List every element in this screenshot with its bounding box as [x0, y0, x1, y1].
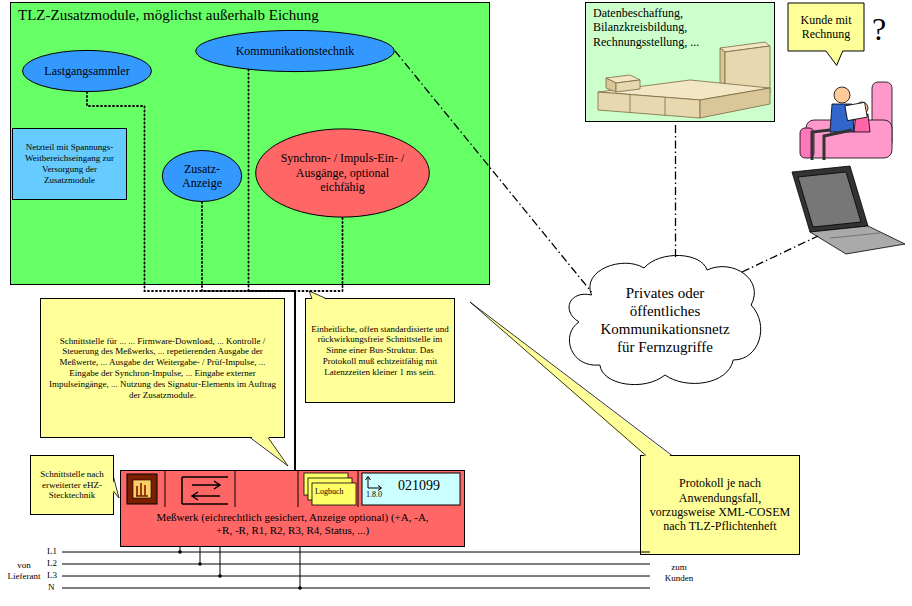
customer-figure [800, 82, 892, 160]
node-text: Lastgangsammler [27, 64, 147, 78]
speech-bubble: Kunde mit Rechnung [788, 3, 864, 51]
node-text: Netzteil mit Spannungs- Weitbereichseing… [17, 142, 122, 185]
callout-box: Einheitliche, offen standardisierte und … [305, 298, 455, 403]
node-text: Schnittstelle nach erweiterter eHZ-Steck… [32, 469, 112, 501]
wire-label: von Lieferant [4, 560, 44, 582]
network-link [742, 236, 818, 272]
cloud-outline [560, 250, 770, 390]
display-symbol [362, 473, 460, 505]
io-ellipse: Synchron- / Impuls-Ein- / Ausgänge, opti… [255, 128, 430, 218]
network-cloud: Privates oder öffentliches Kommunikation… [560, 250, 770, 390]
meter-dividers [165, 470, 358, 507]
processor-chip [127, 474, 157, 504]
bus-connector [295, 218, 343, 470]
module-ellipse: Zusatz- Anzeige [162, 150, 242, 202]
module-ellipse: Kommunikationstechnik [195, 30, 395, 72]
phase-label: L1 [47, 546, 57, 557]
node-text: Kommunikationstechnik [205, 44, 385, 58]
question-mark: ? [872, 10, 886, 48]
bus-connector [249, 70, 296, 470]
wire-label: zum Kunden [656, 562, 702, 584]
node-text: TLZ-Zusatzmodule, möglichst außerhalb Ei… [18, 6, 319, 24]
module-ellipse: Lastgangsammler [22, 50, 152, 92]
phase-label: L2 [47, 558, 57, 569]
logbook-label: Logbuch [315, 487, 343, 497]
logbook-symbol [304, 473, 356, 505]
office-furniture [598, 42, 770, 118]
network-connector [395, 51, 592, 292]
module-panel: TLZ-Zusatzmodule, möglichst außerhalb Ei… [10, 2, 490, 285]
callout-box: Schnittstelle für ... ... Firmware-Downl… [40, 298, 285, 438]
meter-reading: 021099 [398, 478, 440, 495]
node-text: Synchron- / Impuls-Ein- / Ausgänge, opti… [275, 151, 410, 194]
callout-box: Protokoll je nach Anwendungsfall, vorzug… [640, 455, 800, 555]
network-connector [675, 122, 676, 257]
node-text: Protokoll je nach Anwendungsfall, vorzug… [645, 476, 795, 534]
interface-symbol [182, 477, 228, 504]
node-text: Meßwerk (eichrechtlich gesichert, Anzeig… [155, 511, 430, 537]
supply-wires [62, 546, 650, 588]
obis-code: 1.8.0 [366, 490, 382, 500]
node-text: Einheitliche, offen standardisierte und … [310, 324, 450, 378]
node-text: Datenbeschaffung, Bilanzkreisbildung, Re… [593, 6, 715, 49]
node-text: Kunde mit Rechnung [791, 13, 861, 42]
node-text: Schnittstelle für ... ... Firmware-Downl… [45, 336, 280, 401]
node-text: Zusatz- Anzeige [170, 162, 234, 191]
power-supply-box: Netzteil mit Spannungs- Weitbereichseing… [12, 128, 127, 200]
wire-junctions [178, 550, 302, 590]
callout-tails [112, 291, 672, 498]
callout-box: Schnittstelle nach erweiterter eHZ-Steck… [30, 455, 114, 515]
node-text: Privates oder öffentliches Kommunikation… [590, 284, 740, 356]
bus-connector [87, 92, 295, 470]
bus-connector [202, 202, 295, 470]
phase-label: L3 [47, 570, 57, 581]
phase-label: N [48, 582, 55, 593]
